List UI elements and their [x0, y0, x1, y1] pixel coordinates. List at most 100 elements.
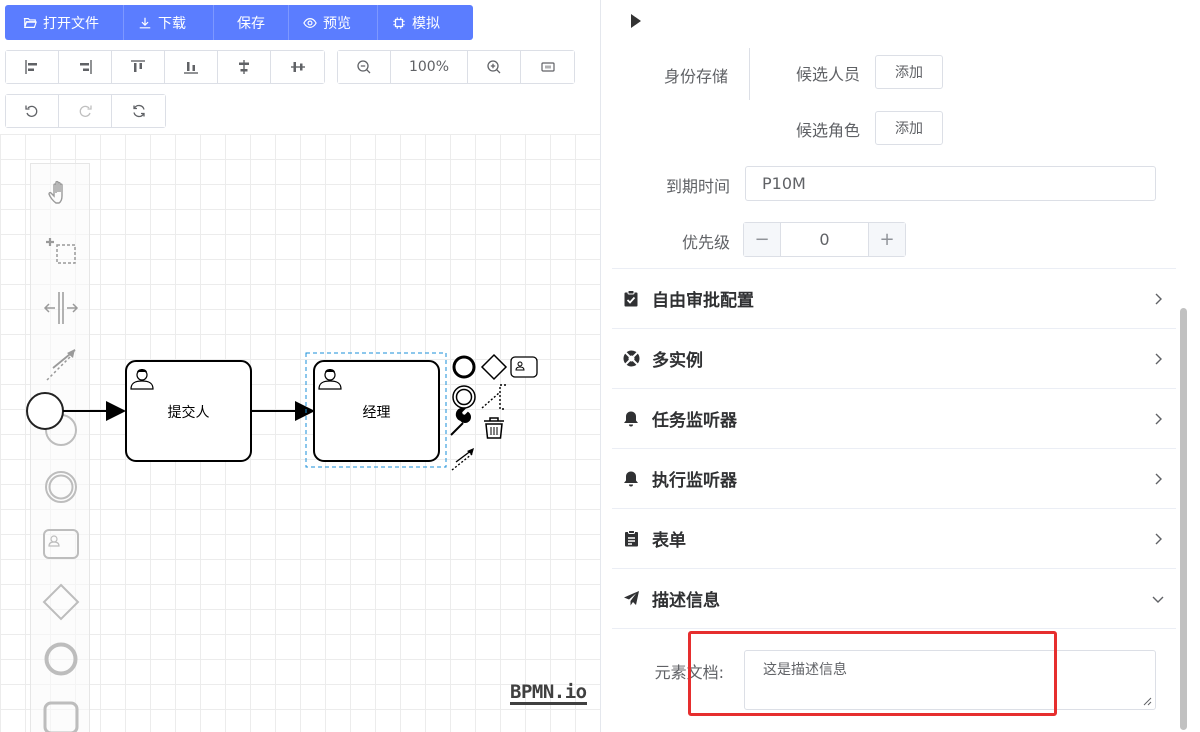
- bell-icon: [622, 410, 640, 428]
- section-task-listeners[interactable]: 任务监听器: [612, 388, 1176, 448]
- chevron-right-icon: [1155, 473, 1162, 484]
- save-button[interactable]: 保存: [214, 5, 289, 40]
- refresh-button[interactable]: [112, 95, 165, 127]
- hand-tool[interactable]: [31, 174, 91, 214]
- candidate-groups-label: 候选角色: [795, 121, 860, 140]
- bpmn-canvas[interactable]: 打开文件 下载 保存 预览 模拟: [0, 0, 600, 732]
- open-file-button[interactable]: 打开文件: [5, 5, 124, 40]
- space-tool[interactable]: [31, 288, 91, 328]
- priority-label: 优先级: [681, 233, 730, 252]
- bpmn-io-watermark[interactable]: BPMN.io: [510, 681, 587, 705]
- gateway-icon: [42, 583, 80, 621]
- zoom-out-button[interactable]: [338, 51, 391, 83]
- add-candidate-groups-button[interactable]: 添加: [875, 111, 943, 145]
- task-icon: [43, 701, 79, 732]
- primary-toolbar: 打开文件 下载 保存 预览 模拟: [5, 5, 473, 40]
- preview-button[interactable]: 预览: [289, 5, 378, 40]
- align-right-button[interactable]: [59, 51, 112, 83]
- task-tool[interactable]: [31, 700, 91, 732]
- decrement-button[interactable]: −: [744, 223, 780, 256]
- help-buoy-icon: [622, 350, 640, 368]
- due-date-input[interactable]: P10M: [745, 166, 1156, 201]
- align-left-button[interactable]: [6, 51, 59, 83]
- user-task-icon: [43, 529, 79, 559]
- lasso-tool[interactable]: [31, 230, 91, 270]
- clipboard-list-icon: [622, 530, 640, 548]
- append-intermediate-event-icon[interactable]: [452, 385, 476, 409]
- eye-icon: [303, 17, 317, 28]
- space-tool-icon: [43, 292, 79, 324]
- hand-icon: [48, 180, 63, 204]
- zoom-level-display[interactable]: 100%: [391, 51, 468, 83]
- lasso-select-icon: [46, 238, 76, 264]
- cpu-icon: [393, 16, 405, 29]
- refresh-icon: [132, 104, 145, 118]
- user-icon: [130, 369, 154, 390]
- element-palette: [30, 163, 90, 732]
- resize-grip-icon[interactable]: [1143, 697, 1152, 706]
- collapse-panel-toggle-icon[interactable]: [631, 14, 641, 28]
- fit-viewport-button[interactable]: [521, 51, 574, 83]
- connect-icon[interactable]: [451, 448, 474, 471]
- history-toolbar: [5, 94, 166, 128]
- align-toolbar: [5, 50, 325, 84]
- wrench-icon[interactable]: [450, 407, 471, 436]
- identity-store-label: 身份存储: [663, 67, 728, 86]
- chevron-right-icon: [1155, 413, 1162, 424]
- priority-value[interactable]: 0: [780, 223, 869, 256]
- simulate-button[interactable]: 模拟: [378, 5, 473, 40]
- section-form[interactable]: 表单: [612, 508, 1176, 568]
- download-icon: [139, 17, 151, 28]
- paper-plane-icon: [622, 590, 640, 608]
- append-gateway-icon[interactable]: [480, 353, 508, 381]
- panel-scrollbar[interactable]: [1180, 308, 1187, 730]
- text-annotation-icon[interactable]: [481, 384, 506, 410]
- task-label-manager: 经理: [362, 405, 391, 421]
- align-top-icon: [131, 60, 145, 72]
- align-bottom-button[interactable]: [165, 51, 218, 83]
- context-pad: [450, 353, 538, 471]
- section-multi-instance[interactable]: 多实例: [612, 328, 1176, 388]
- redo-icon: [79, 105, 92, 117]
- section-execution-listeners[interactable]: 执行监听器: [612, 448, 1176, 508]
- identity-divider: [749, 48, 750, 100]
- increment-button[interactable]: +: [869, 223, 905, 256]
- intermediate-event-icon: [45, 471, 77, 503]
- undo-icon: [25, 105, 38, 117]
- due-date-label: 到期时间: [665, 177, 730, 196]
- chevron-right-icon: [1155, 533, 1162, 544]
- chevron-right-icon: [1155, 353, 1162, 364]
- end-event-tool[interactable]: [31, 641, 91, 677]
- intermediate-event-tool[interactable]: [31, 469, 91, 505]
- zoom-in-button[interactable]: [468, 51, 521, 83]
- start-event[interactable]: [26, 392, 64, 430]
- align-vertical-center-button[interactable]: [271, 51, 324, 83]
- add-candidate-users-button[interactable]: 添加: [875, 55, 943, 89]
- bpmn-diagram: [26, 352, 538, 471]
- clipboard-check-icon: [622, 290, 640, 308]
- end-event-icon: [44, 642, 78, 676]
- fit-screen-icon: [540, 62, 555, 72]
- redo-button[interactable]: [59, 95, 112, 127]
- section-documentation-divider: [612, 628, 1176, 629]
- user-task-tool[interactable]: [31, 526, 91, 562]
- global-connect-tool[interactable]: [31, 344, 91, 384]
- user-task-manager[interactable]: [305, 352, 447, 468]
- align-middle-button[interactable]: [218, 51, 271, 83]
- align-vertical-center-icon: [290, 62, 305, 72]
- bell-icon: [622, 470, 640, 488]
- download-button[interactable]: 下载: [124, 5, 214, 40]
- append-task-icon[interactable]: [510, 356, 538, 378]
- append-end-event-icon[interactable]: [452, 355, 476, 379]
- align-top-button[interactable]: [112, 51, 165, 83]
- zoom-toolbar: 100%: [337, 50, 575, 84]
- section-free-approval[interactable]: 自由审批配置: [612, 268, 1176, 328]
- undo-button[interactable]: [6, 95, 59, 127]
- trash-icon[interactable]: [484, 417, 504, 439]
- gateway-tool[interactable]: [31, 582, 91, 622]
- element-documentation-textarea[interactable]: 这是描述信息: [744, 650, 1156, 710]
- connect-arrow-icon: [46, 349, 76, 381]
- align-bottom-icon: [184, 62, 198, 74]
- zoom-out-icon: [357, 60, 371, 74]
- section-documentation[interactable]: 描述信息: [612, 568, 1176, 628]
